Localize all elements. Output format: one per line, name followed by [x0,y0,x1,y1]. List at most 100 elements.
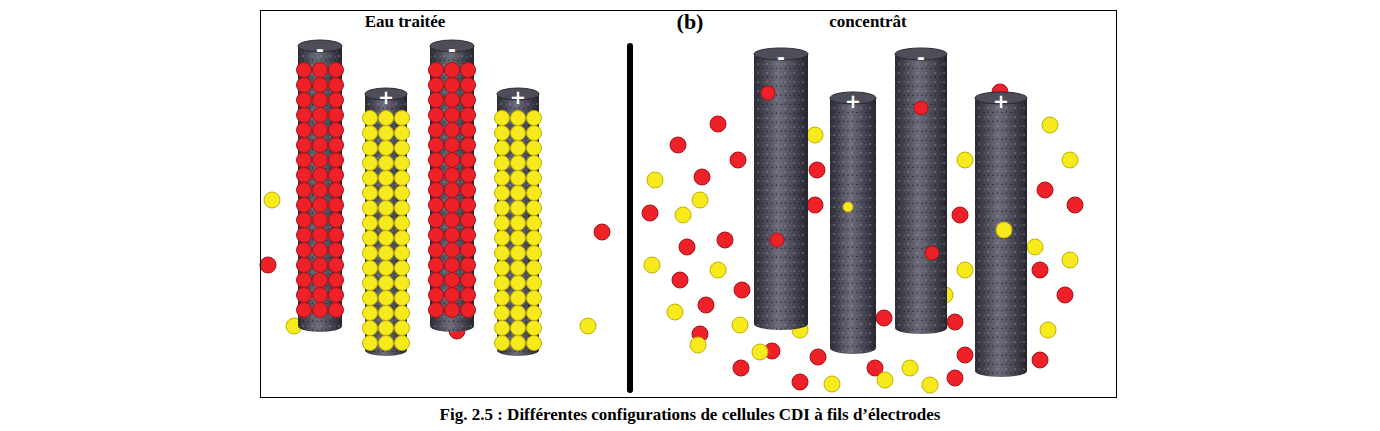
adsorbed-ion [527,276,542,291]
ion-dot [876,310,892,326]
ion-dot [877,372,893,388]
adsorbed-ion [445,258,460,273]
adsorbed-ion [313,228,328,243]
adsorbed-ion [313,303,328,318]
ion-dot [807,197,823,213]
adsorbed-ion [511,276,526,291]
adsorbed-ion [495,126,510,141]
adsorbed-ion [527,306,542,321]
adsorbed-ion [527,126,542,141]
ion-dot [594,224,610,240]
ion-dot [642,205,658,221]
adsorbed-ion [429,108,444,123]
adsorbed-ion [395,291,410,306]
adsorbed-ion [511,111,526,126]
adsorbed-ion [363,111,378,126]
ion-dot [1062,252,1078,268]
adsorbed-ion [461,183,476,198]
adsorbed-ion [297,63,312,78]
adsorbed-ion [297,213,312,228]
adsorbed-ion [495,156,510,171]
adsorbed-ion [313,288,328,303]
adsorbed-ion [363,276,378,291]
ion-dot [947,314,963,330]
ion-dot [1062,152,1078,168]
adsorbed-ion [511,306,526,321]
adsorbed-ion [379,111,394,126]
adsorbed-ion [429,288,444,303]
adsorbed-ion [379,126,394,141]
adsorbed-ion [511,321,526,336]
cylinder-texture [975,98,1027,377]
adsorbed-ion [925,246,939,260]
adsorbed-ion [527,141,542,156]
ion-dot [1027,239,1043,255]
adsorbed-ion [297,108,312,123]
adsorbed-ion [363,336,378,351]
adsorbed-ion [445,78,460,93]
adsorbed-ion [495,246,510,261]
adsorbed-ion [445,213,460,228]
adsorbed-ion [511,336,526,351]
ion-dot [692,192,708,208]
adsorbed-ion [429,153,444,168]
adsorbed-ion [429,198,444,213]
adsorbed-ion [313,168,328,183]
adsorbed-ion [461,78,476,93]
adsorbed-ion [495,261,510,276]
ion-dot [957,152,973,168]
adsorbed-ion [329,153,344,168]
adsorbed-ion [363,126,378,141]
ion-dot [792,374,808,390]
polarity-sign: + [973,92,1029,111]
ion-dot [810,349,826,365]
adsorbed-ion [511,171,526,186]
adsorbed-ion [495,276,510,291]
adsorbed-ion [363,231,378,246]
adsorbed-ion [996,222,1012,238]
adsorbed-ion [495,171,510,186]
adsorbed-ion [445,303,460,318]
adsorbed-ion [445,123,460,138]
adsorbed-ion [461,168,476,183]
ion-dot [710,116,726,132]
adsorbed-ion [379,156,394,171]
electrode-cylinder [752,48,810,330]
adsorbed-ion [363,141,378,156]
adsorbed-ion [313,273,328,288]
adsorbed-ion [461,273,476,288]
adsorbed-ion [495,186,510,201]
adsorbed-ion [379,291,394,306]
ion-dot [644,257,660,273]
adsorbed-ion [495,141,510,156]
ion-dot [922,377,938,393]
adsorbed-ion [297,138,312,153]
ion-dot [957,347,973,363]
adsorbed-ion [395,186,410,201]
adsorbed-ion [395,276,410,291]
adsorbed-ion [329,303,344,318]
adsorbed-ion [379,276,394,291]
adsorbed-ion [429,93,444,108]
adsorbed-ion [445,138,460,153]
adsorbed-ion [297,258,312,273]
ion-dot [1032,352,1048,368]
polarity-sign: - [420,40,484,59]
adsorbed-ion [313,198,328,213]
cylinder-texture [830,98,876,354]
adsorbed-ion [313,78,328,93]
adsorbed-ion [527,201,542,216]
adsorbed-ion [363,216,378,231]
adsorbed-ion [495,201,510,216]
ion-dot [260,257,276,273]
adsorbed-ion [445,108,460,123]
adsorbed-ion [297,303,312,318]
adsorbed-ion [445,183,460,198]
adsorbed-ion [461,123,476,138]
ion-dot [698,297,714,313]
adsorbed-ion [770,233,784,247]
electrode-wire: + [828,92,878,354]
cylinder-body [830,98,876,354]
polarity-sign: + [828,92,878,111]
